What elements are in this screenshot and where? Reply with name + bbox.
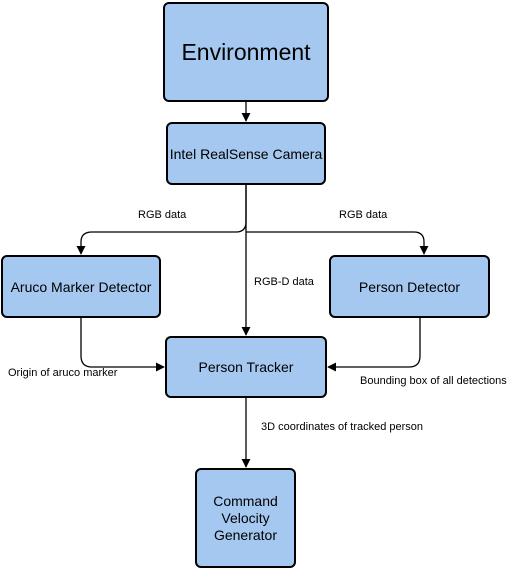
rgbd-data-label: RGB-D data bbox=[254, 276, 314, 288]
environment-label: Environment bbox=[181, 38, 311, 65]
edge-aruco-to-tracker bbox=[80, 318, 165, 372]
rgb-data-left-label: RGB data bbox=[138, 209, 187, 221]
camera-node: Intel RealSense Camera bbox=[166, 122, 326, 185]
velocity-generator-node: Command Velocity Generator bbox=[195, 468, 296, 568]
bounding-box-label: Bounding box of all detections bbox=[360, 375, 507, 387]
person-tracker-node: Person Tracker bbox=[165, 336, 327, 398]
camera-label: Intel RealSense Camera bbox=[169, 145, 323, 162]
person-detector-label: Person Detector bbox=[358, 278, 461, 295]
tracked-coords-label: 3D coordinates of tracked person bbox=[261, 421, 424, 433]
velocity-generator-label: Command Velocity Generator bbox=[213, 492, 278, 543]
edge-person-detector-to-tracker bbox=[327, 318, 421, 372]
edge-camera-to-aruco bbox=[76, 185, 247, 255]
person-tracker-label: Person Tracker bbox=[198, 359, 294, 375]
aruco-detector-node: Aruco Marker Detector bbox=[1, 255, 161, 318]
aruco-detector-label: Aruco Marker Detector bbox=[10, 278, 152, 295]
origin-aruco-label: Origin of aruco marker bbox=[8, 367, 118, 379]
rgb-data-right-label: RGB data bbox=[339, 209, 388, 221]
edge-camera-to-person-detector bbox=[246, 231, 429, 255]
person-detector-node: Person Detector bbox=[329, 255, 490, 318]
environment-node: Environment bbox=[163, 2, 329, 102]
